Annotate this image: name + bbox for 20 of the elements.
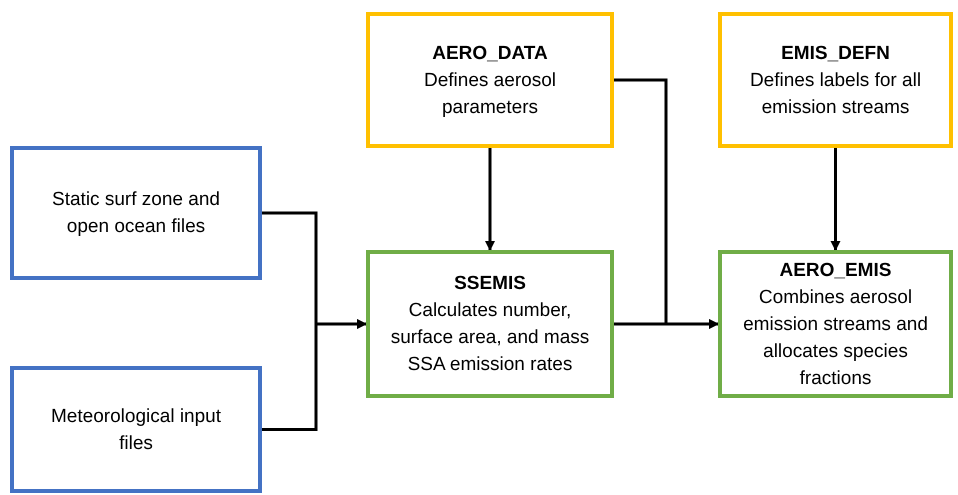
box-text: Static surf zone and open ocean files (51, 188, 221, 239)
box-title: SSEMIS (454, 272, 526, 296)
box-text: Defines aerosol parameters (422, 68, 558, 120)
arrow (485, 148, 495, 251)
box-text: Combines aerosol emission streams and allocates species fractions (742, 286, 929, 390)
box-text: Meteorological input files (50, 404, 222, 456)
box-title: AERO_DATA (432, 42, 548, 66)
input-box (366, 12, 614, 148)
input-box (718, 12, 953, 148)
arrow (614, 78, 719, 329)
file-box (10, 146, 262, 280)
arrow (830, 148, 840, 251)
box-title: AERO_EMIS (780, 258, 892, 282)
file-box (10, 366, 262, 493)
process-box (718, 250, 953, 398)
box-text: Defines labels for all emission streams (748, 68, 922, 120)
process-box (366, 250, 614, 398)
arrow (262, 319, 367, 431)
box-title: EMIS_DEFN (781, 42, 890, 66)
box-text: Calculates number, surface area, and mass SSA emission rates (390, 299, 590, 377)
